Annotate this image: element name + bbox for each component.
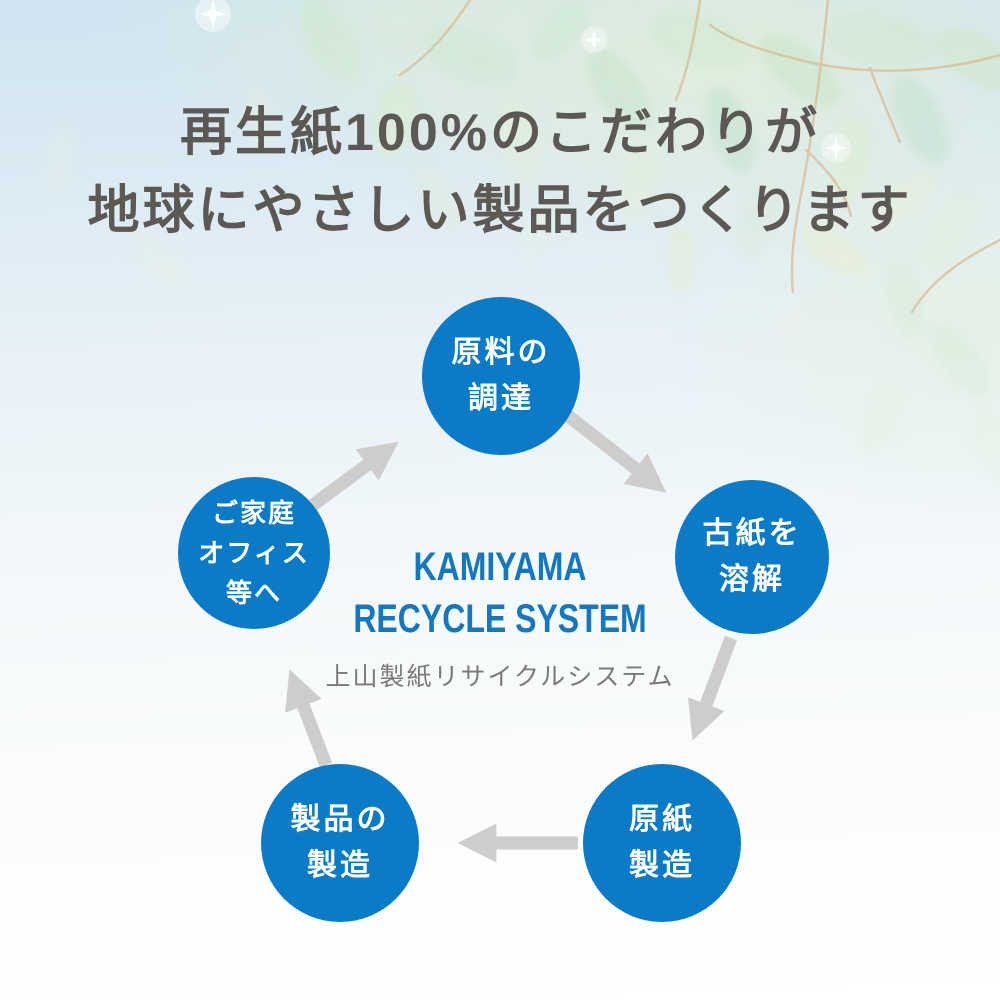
step-label-line: 原紙 — [629, 803, 695, 836]
step-circle-raw-material-procurement: 原料の 調達 — [422, 297, 580, 455]
step-circle-dissolve-used-paper: 古紙を 溶解 — [675, 480, 829, 634]
arrow-product-to-homes — [285, 669, 333, 768]
step-circle-to-homes-and-offices: ご家庭 オフィス 等へ — [178, 477, 330, 629]
brand-subtitle-japanese: 上山製紙リサイクルシステム — [325, 663, 675, 691]
step-label-line: オフィス — [198, 538, 310, 568]
diagram-center-text: KAMIYAMA RECYCLE SYSTEM 上山製紙リサイクルシステム — [0, 541, 1000, 692]
step-label-line: 製造 — [629, 849, 695, 882]
step-circle-base-paper-manufacturing: 原紙 製造 — [583, 764, 741, 922]
step-label-line: 調達 — [468, 382, 534, 415]
arrow-homes-to-procurement — [309, 441, 399, 511]
step-label-line: 製品の — [290, 803, 390, 836]
step-label-line: 等へ — [225, 578, 282, 608]
arrow-dissolve-to-basepaper — [687, 635, 738, 741]
step-circle-product-manufacturing: 製品の 製造 — [261, 764, 419, 922]
headline-line-1: 再生紙100%のこだわりが — [180, 104, 820, 162]
brand-title-line-2: RECYCLE SYSTEM — [353, 597, 647, 641]
step-label-line: 製造 — [307, 849, 373, 882]
step-label-line: 古紙を — [702, 517, 802, 550]
headline: 再生紙100%のこだわりが 地球にやさしい製品をつくります — [0, 94, 1000, 250]
brand-title-line-1: KAMIYAMA — [413, 545, 587, 589]
step-label-line: ご家庭 — [211, 498, 296, 528]
headline-line-2: 地球にやさしい製品をつくります — [87, 182, 913, 240]
step-label-line: 原料の — [451, 336, 551, 369]
step-label-line: 溶解 — [719, 563, 785, 596]
arrow-procurement-to-dissolve — [562, 409, 667, 493]
